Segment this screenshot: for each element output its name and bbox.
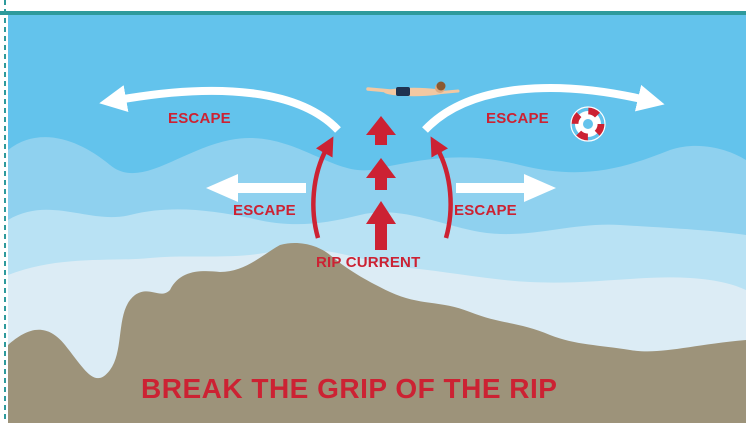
life-ring-icon <box>570 106 606 142</box>
escape-label-top-right: ESCAPE <box>486 110 549 127</box>
escape-arrow-icon-mid-right <box>456 174 556 202</box>
escape-arrow-icon-mid-left <box>206 174 306 202</box>
current-arrow-icon-curve-left <box>311 136 334 239</box>
escape-label-top-left: ESCAPE <box>168 110 231 127</box>
headline-title: BREAK THE GRIP OF THE RIP <box>141 373 558 404</box>
escape-arrow-icon-top-left <box>99 85 341 133</box>
current-arrow-icon-top <box>366 116 396 145</box>
top-frame-band <box>0 11 746 15</box>
escape-arrow-icon-top-right <box>422 84 665 133</box>
escape-label-mid-left: ESCAPE <box>233 202 296 219</box>
swimmer-icon <box>366 81 460 97</box>
rip-current-label: RIP CURRENT <box>316 254 421 271</box>
current-arrow-icon-curve-right <box>430 136 453 239</box>
current-arrow-icon-middle <box>366 158 396 190</box>
current-arrow-icon-bottom <box>366 201 396 250</box>
escape-label-mid-right: ESCAPE <box>454 202 517 219</box>
sand-beach <box>8 243 746 423</box>
top-frame <box>0 0 746 14</box>
